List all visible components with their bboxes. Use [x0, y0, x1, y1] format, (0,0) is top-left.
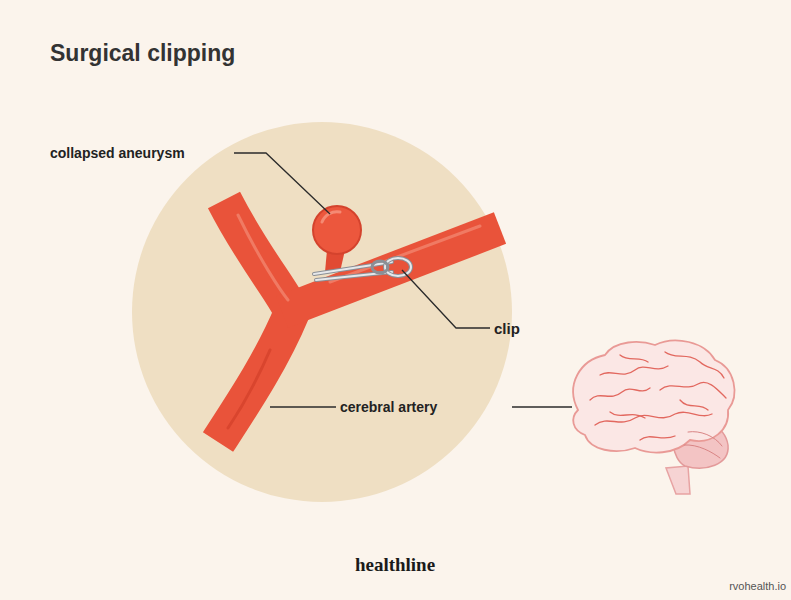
title: Surgical clipping: [50, 40, 235, 67]
background-circle: [132, 122, 512, 502]
aneurysm: [313, 206, 361, 272]
part-label: cerebral artery: [340, 399, 437, 415]
leader-lines: [234, 153, 572, 407]
watermark: rvohealth.io: [729, 580, 786, 592]
part-label: clip: [494, 320, 520, 337]
brain: [573, 340, 734, 494]
part-label: collapsed aneurysm: [50, 145, 185, 161]
clip: [314, 258, 411, 280]
cerebral-artery: [218, 200, 500, 442]
brand-logo: healthline: [355, 554, 435, 576]
